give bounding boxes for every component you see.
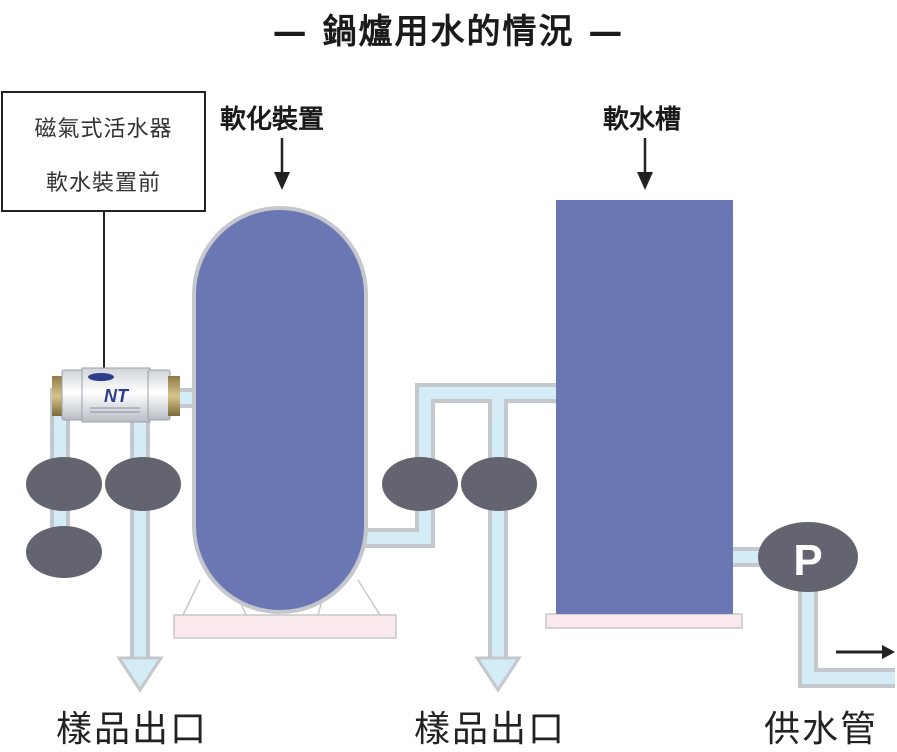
supply-pipe-label: 供水管 (764, 709, 879, 750)
softener-label: 軟化裝置 (220, 105, 325, 135)
activator-callout-box: 磁氣式活水器 軟水裝置前 (1, 91, 206, 212)
softener-pointer-arrow (274, 138, 290, 190)
tank-pointer-arrow (637, 138, 653, 190)
diagram-title: — 鍋爐用水的情況 — (272, 12, 625, 52)
tank-label: 軟水槽 (603, 105, 682, 135)
callout-line-2: 軟水裝置前 (45, 171, 161, 196)
valve (26, 526, 102, 578)
outlet-arrowhead-left (116, 656, 164, 693)
valve (105, 457, 181, 511)
flow-direction-arrow (836, 645, 895, 659)
valve (461, 457, 537, 511)
valve (26, 457, 102, 511)
sample-outlet-left-label: 樣品出口 (56, 709, 209, 750)
valve (382, 457, 458, 511)
magnetic-water-activator: NT (52, 367, 180, 423)
pump-label: P (793, 536, 822, 585)
callout-line-1: 磁氣式活水器 (34, 117, 173, 142)
softener-vessel (192, 206, 368, 614)
device-mark: NT (104, 386, 130, 406)
sample-outlet-middle-label: 樣品出口 (414, 709, 567, 750)
tank-base (545, 613, 743, 629)
outlet-arrowhead-middle (474, 656, 522, 693)
pump (758, 522, 858, 592)
softener-base (173, 614, 397, 639)
soft-water-tank (556, 200, 733, 614)
